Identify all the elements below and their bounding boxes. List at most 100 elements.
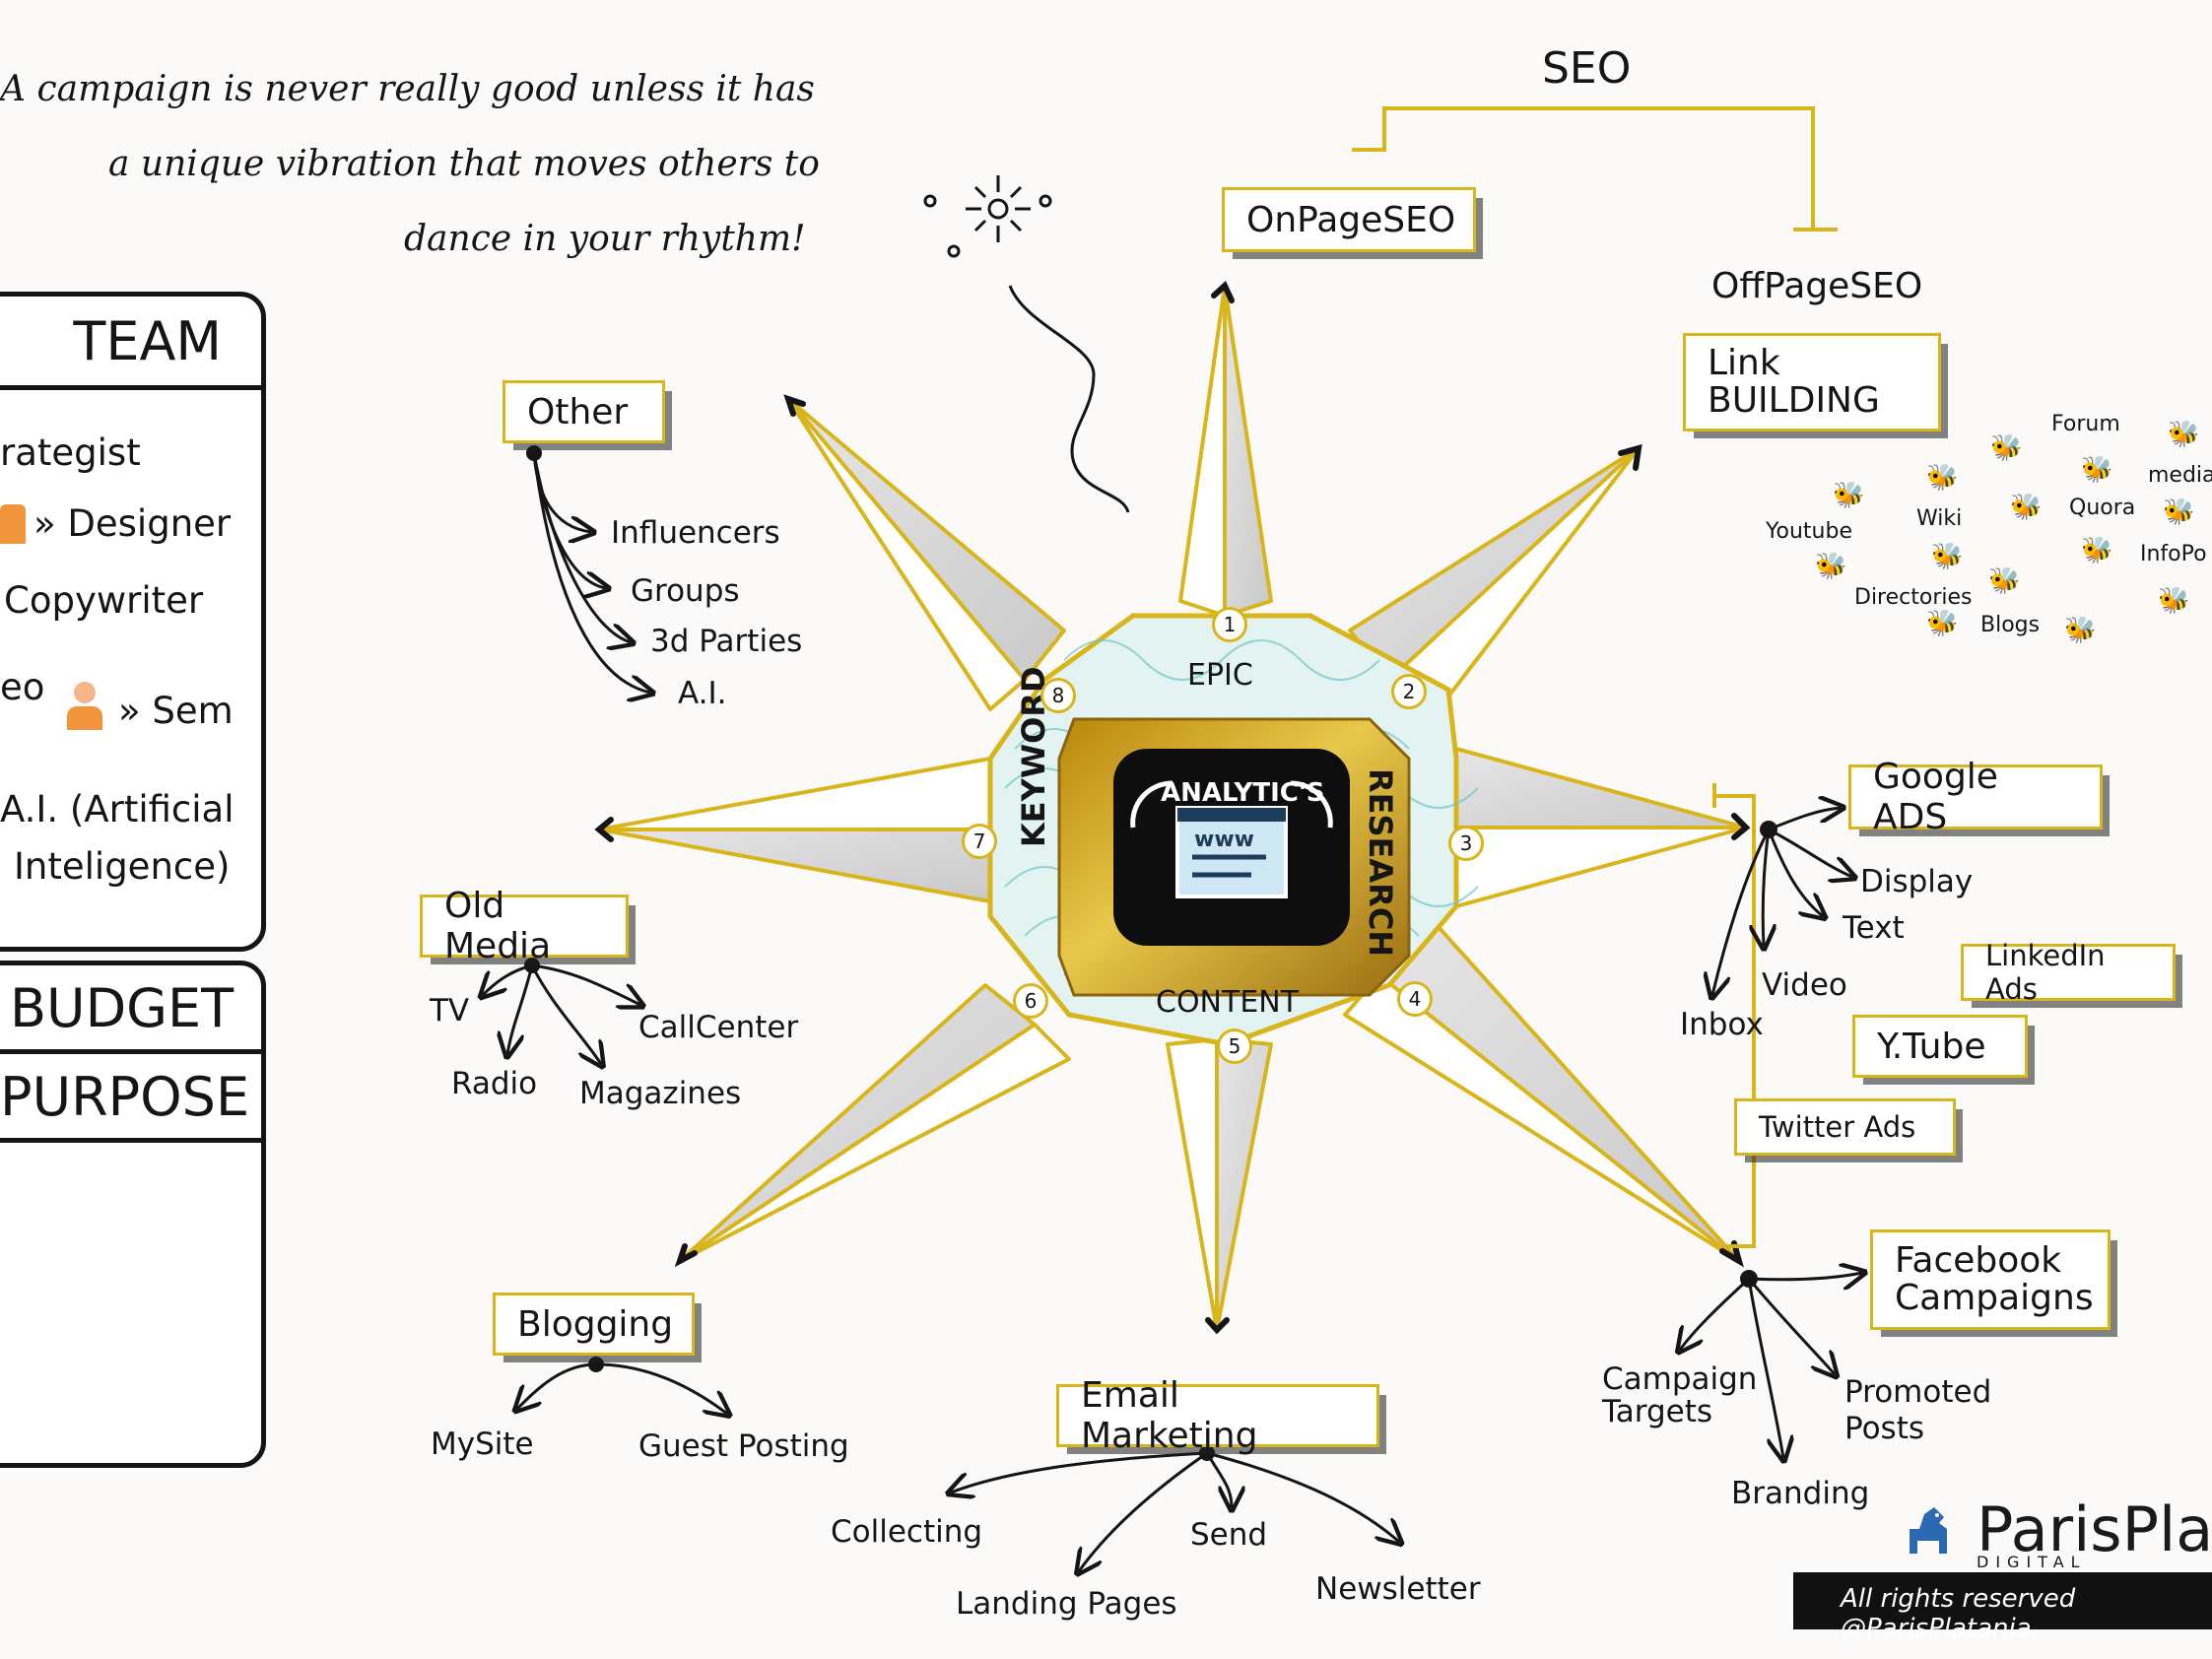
email-marketing-box[interactable]: Email Marketing — [1056, 1375, 1379, 1456]
fb-targets: Targets — [1602, 1394, 1713, 1429]
seo-title: SEO — [1542, 43, 1632, 94]
purpose-title: PURPOSE — [0, 1066, 250, 1128]
node-1: 1 — [1212, 607, 1247, 642]
facebook-campaigns-box[interactable]: Facebook Campaigns — [1870, 1229, 2111, 1330]
bee-icon: 🐝 — [2081, 455, 2113, 485]
link-building-line-1: Link — [1708, 343, 1780, 383]
gads-display: Display — [1860, 864, 1974, 899]
email-collecting: Collecting — [831, 1514, 983, 1550]
person-icon-sem — [67, 682, 102, 731]
bee-icon: 🐝 — [1815, 552, 1847, 581]
lb-blogs: Blogs — [1980, 613, 2041, 637]
person-icon — [0, 504, 26, 544]
old-media-radio: Radio — [451, 1066, 538, 1101]
team-member-ai-2: Inteligence) — [14, 845, 231, 888]
twitter-ads-box[interactable]: Twitter Ads — [1734, 1098, 1956, 1156]
team-member-strategist: rategist — [0, 431, 141, 474]
node-5: 5 — [1217, 1029, 1252, 1064]
www-label: www — [1194, 828, 1254, 852]
google-ads-box[interactable]: Google ADS — [1848, 757, 2103, 837]
blogging-label: Blogging — [517, 1303, 674, 1345]
quote-line-3: dance in your rhythm! — [404, 219, 806, 259]
budget-purpose-panel — [0, 961, 266, 1468]
copyright-text: All rights reserved @ParisPlatania — [1841, 1584, 2076, 1643]
onpage-seo-box[interactable]: OnPageSEO — [1222, 187, 1476, 252]
blogging-box[interactable]: Blogging — [493, 1293, 695, 1356]
blogging-guest-posting: Guest Posting — [638, 1428, 849, 1464]
email-landing-pages: Landing Pages — [956, 1586, 1177, 1622]
google-ads-label: Google ADS — [1873, 757, 1998, 837]
content-label: CONTENT — [1156, 985, 1300, 1020]
bee-icon: 🐝 — [2064, 616, 2097, 645]
bee-icon: 🐝 — [2010, 493, 2043, 522]
gads-text: Text — [1843, 910, 1905, 946]
lb-quora: Quora — [2069, 496, 2136, 520]
old-media-callcenter: CallCenter — [638, 1010, 799, 1045]
facebook-line-1: Facebook — [1895, 1240, 2062, 1281]
fb-campaign: Campaign — [1602, 1361, 1758, 1397]
other-influencers: Influencers — [611, 515, 780, 551]
link-building-box[interactable]: Link BUILDING — [1683, 333, 1941, 431]
bee-icon: 🐝 — [1926, 609, 1959, 638]
facebook-line-2: Campaigns — [1895, 1278, 2094, 1318]
lb-forum: Forum — [2051, 412, 2120, 436]
email-newsletter: Newsletter — [1315, 1571, 1481, 1607]
bee-icon: 🐝 — [2081, 536, 2113, 565]
team-member-sem: » Sem — [118, 690, 234, 732]
quote-line-2: a unique vibration that moves others to — [108, 144, 820, 184]
lb-directories: Directories — [1854, 585, 1973, 610]
link-building-line-2: BUILDING — [1708, 380, 1880, 421]
team-title: TEAM — [73, 310, 222, 372]
node-4: 4 — [1397, 981, 1433, 1017]
fb-promoted: Promoted — [1844, 1374, 1992, 1410]
research-label: RESEARCH — [1362, 768, 1399, 958]
old-media-tv: TV — [430, 993, 470, 1029]
team-member-seo: eo — [0, 666, 45, 708]
bee-icon: 🐝 — [1833, 481, 1865, 510]
old-media-magazines: Magazines — [579, 1076, 742, 1111]
bee-icon: 🐝 — [1990, 433, 2023, 463]
node-2: 2 — [1391, 674, 1427, 709]
node-7: 7 — [962, 824, 997, 859]
ytube-box[interactable]: Y.Tube — [1852, 1015, 2028, 1078]
gads-inbox: Inbox — [1680, 1007, 1764, 1042]
team-member-designer: » Designer — [34, 502, 232, 545]
star-rays — [597, 284, 1748, 1332]
other-ai: A.I. — [678, 676, 727, 711]
bee-icon: 🐝 — [2158, 586, 2190, 616]
lb-infopo: InfoPo — [2140, 542, 2207, 566]
copyright-footer: All rights reserved @ParisPlatania — [1793, 1572, 2212, 1643]
lb-youtube: Youtube — [1766, 519, 1852, 544]
node-6: 6 — [1013, 983, 1048, 1019]
sparkle-decor — [923, 175, 1130, 513]
lb-media: media — [2148, 463, 2212, 488]
bee-icon: 🐝 — [2168, 420, 2200, 449]
epic-label: EPIC — [1187, 658, 1253, 693]
old-media-box[interactable]: Old Media — [420, 886, 629, 966]
team-member-ai-1: A.I. (Artificial — [0, 788, 235, 830]
analytics-label: ANALYTIC'S — [1161, 778, 1325, 808]
old-media-label: Old Media — [444, 886, 552, 966]
fb-branding: Branding — [1731, 1476, 1870, 1511]
other-box[interactable]: Other — [503, 380, 665, 443]
fb-posts: Posts — [1844, 1411, 1925, 1446]
node-8: 8 — [1040, 678, 1076, 713]
other-label: Other — [527, 391, 629, 432]
other-3d-parties: 3d Parties — [650, 624, 803, 659]
twitter-ads-label: Twitter Ads — [1759, 1110, 1916, 1144]
lb-wiki: Wiki — [1916, 506, 1963, 531]
bee-icon: 🐝 — [2163, 498, 2195, 527]
budget-title: BUDGET — [10, 977, 235, 1039]
offpage-seo-label: OffPageSEO — [1711, 266, 1923, 306]
brand-name: ParisPlata — [1977, 1493, 2212, 1565]
bee-icon: 🐝 — [1988, 566, 2021, 596]
bee-icon: 🐝 — [1931, 542, 1964, 571]
linkedin-ads-label: LinkedIn Ads — [1985, 939, 2106, 1006]
email-marketing-label: Email Marketing — [1081, 1375, 1258, 1456]
gads-video: Video — [1762, 967, 1847, 1003]
linkedin-ads-box[interactable]: LinkedIn Ads — [1961, 939, 2176, 1006]
email-send: Send — [1190, 1517, 1268, 1553]
node-3: 3 — [1448, 826, 1484, 861]
quote-line-1: A campaign is never really good unless i… — [0, 69, 815, 109]
horse-logo-icon — [1900, 1499, 1957, 1559]
